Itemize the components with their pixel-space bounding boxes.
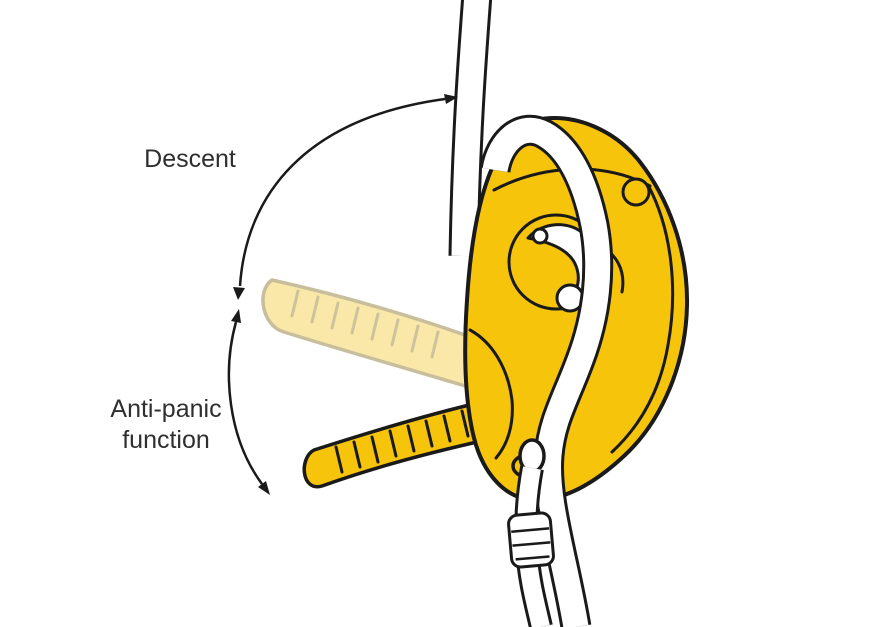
descent-label: Descent — [110, 144, 270, 175]
descent-arc-arrow — [233, 94, 458, 300]
handle-grip-ribs — [334, 409, 470, 474]
handle-anti-panic-position — [302, 400, 488, 489]
handle-ghost-grip-ribs — [290, 289, 440, 359]
right-plate-edge — [610, 183, 675, 454]
anti-panic-label-line2: function — [122, 426, 210, 454]
descent-label-text: Descent — [144, 145, 236, 173]
descent-arc — [238, 97, 446, 287]
arrowhead — [258, 481, 270, 495]
arrowhead — [444, 94, 458, 104]
anti-panic-label: Anti-panic function — [86, 394, 246, 456]
handle-shape — [302, 400, 488, 489]
attachment-hole — [621, 177, 651, 207]
carabiner-screw-sleeve — [507, 511, 555, 569]
rope-brake-strand — [479, 114, 614, 627]
rope-top-strand — [448, 0, 493, 257]
anti-panic-arc — [227, 321, 264, 485]
carabiner — [507, 438, 555, 627]
arrowhead — [233, 287, 245, 300]
arrowhead — [231, 309, 241, 323]
handle-ghost-shape — [261, 278, 474, 390]
cam-rivet-small — [531, 227, 549, 245]
anti-panic-arc-arrow — [227, 309, 270, 495]
pivot-plate-edge — [468, 328, 514, 460]
anti-panic-label-line1: Anti-panic — [110, 395, 222, 423]
handle-ghost-position — [261, 278, 474, 390]
